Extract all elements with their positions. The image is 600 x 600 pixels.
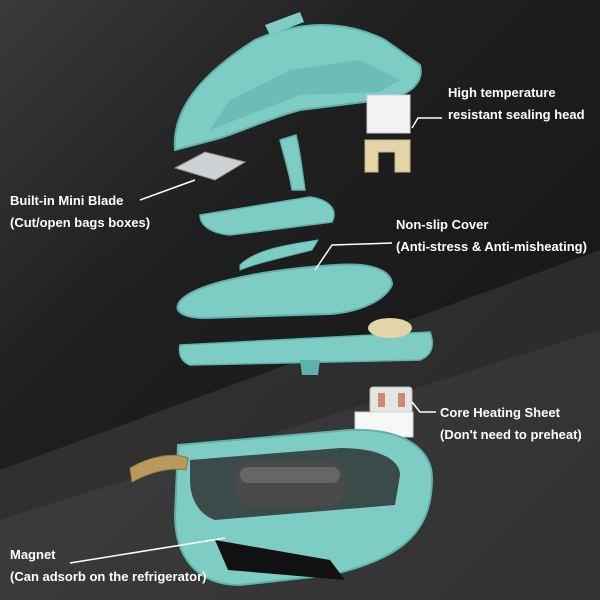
magnet-subtitle: (Can adsorb on the refrigerator): [10, 569, 207, 584]
mini-blade-leader-line: [139, 179, 196, 201]
heating-sheet-callout: Core Heating Sheet (Don't need to prehea…: [440, 402, 582, 446]
heating-sheet-title: Core Heating Sheet: [440, 405, 560, 420]
sealing-head-title: High temperature: [448, 85, 556, 100]
heating-sheet-subtitle: (Don't need to preheat): [440, 427, 582, 442]
magnet-leader-line: [69, 537, 226, 564]
strap-part: [129, 454, 189, 483]
non-slip-cover-title: Non-slip Cover: [396, 217, 489, 232]
heating-sheet-leader-line: [411, 401, 436, 413]
top-shell-part: [173, 12, 422, 191]
non-slip-cover-part: [176, 263, 394, 320]
non-slip-cover-leader-line: [314, 242, 393, 271]
sealing-head-callout: High temperature resistant sealing head: [448, 82, 585, 126]
magnet-title: Magnet: [10, 547, 56, 562]
mini-blade-subtitle: (Cut/open bags boxes): [10, 215, 151, 230]
non-slip-cover-subtitle: (Anti-stress & Anti-misheating): [396, 239, 587, 254]
magnet-callout: Magnet (Can adsorb on the refrigerator): [10, 544, 206, 588]
background-light-panel: [0, 250, 600, 600]
sealing-head-part: [364, 94, 411, 173]
sealing-head-subtitle: resistant sealing head: [448, 107, 585, 122]
non-slip-cover-callout: Non-slip Cover (Anti-stress & Anti-mishe…: [396, 214, 587, 258]
base-plate-part: [178, 318, 433, 375]
base-body-part: [173, 428, 434, 587]
mini-blade-callout: Built-in Mini Blade (Cut/open bags boxes…: [10, 190, 150, 234]
mini-blade-title: Built-in Mini Blade: [10, 193, 124, 208]
mini-blade-part: [173, 151, 247, 181]
small-clip-part: [239, 239, 319, 271]
middle-plate-part: [199, 196, 335, 236]
sealing-head-leader-line: [411, 117, 442, 129]
